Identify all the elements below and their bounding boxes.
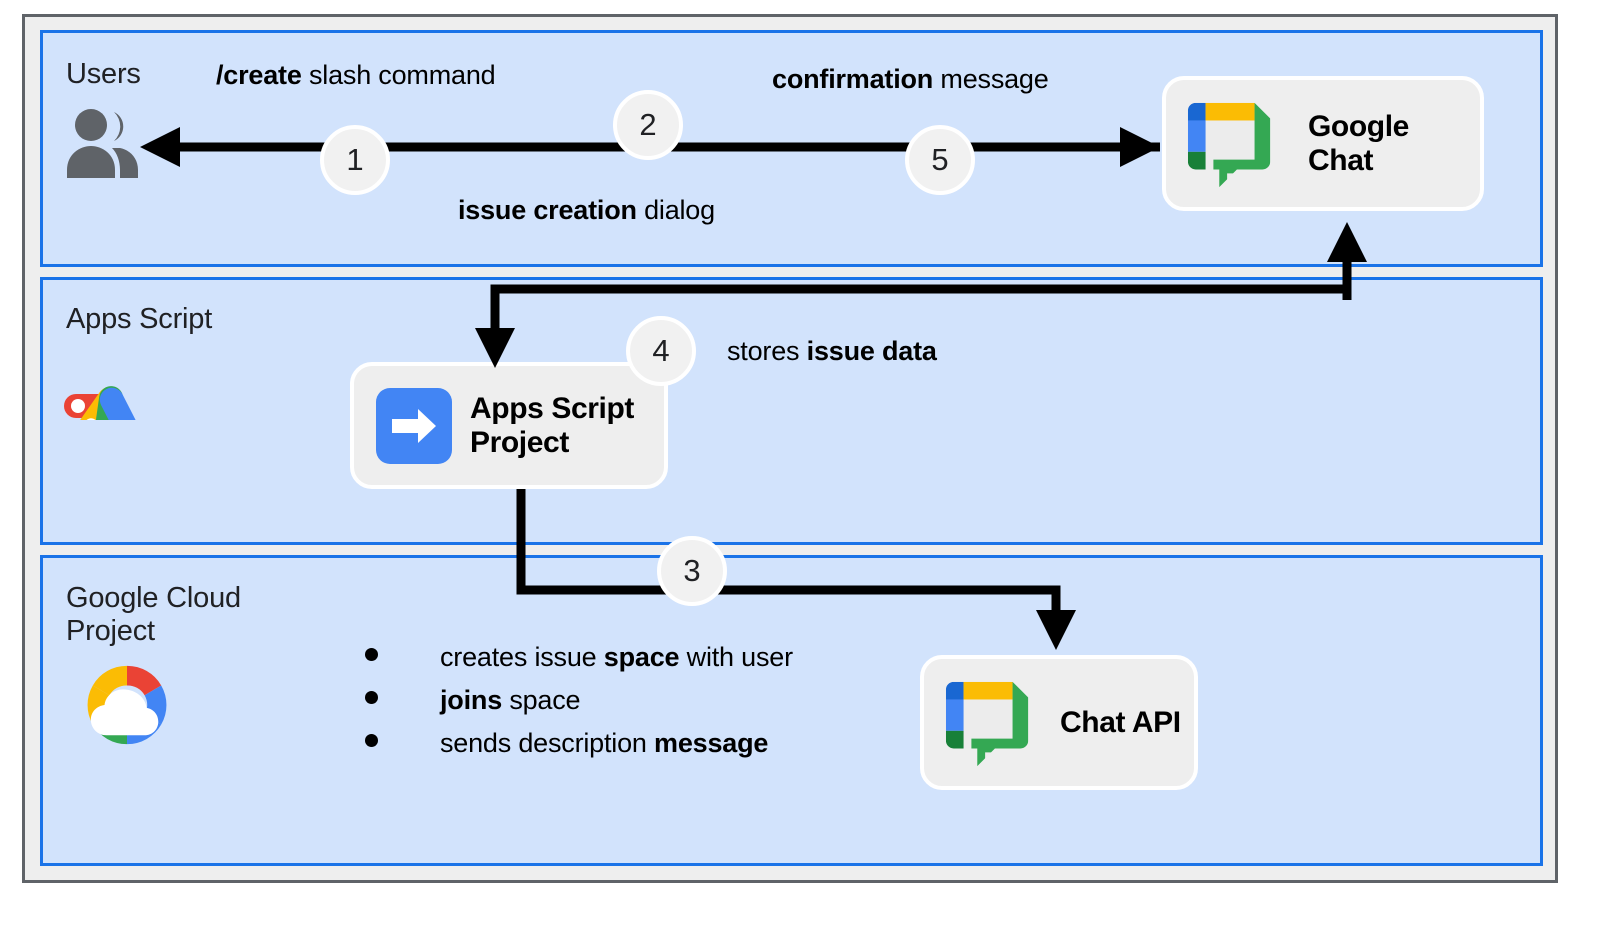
bullet-dot bbox=[365, 648, 378, 661]
cloud-action-list: creates issue space with user joins spac… bbox=[365, 642, 793, 771]
card-label-apps-script-project: Apps Script Project bbox=[470, 391, 634, 459]
card-google-chat[interactable]: Google Chat bbox=[1162, 76, 1484, 211]
caption-confirmation-bold: confirmation bbox=[772, 64, 934, 94]
step-2-badge: 2 bbox=[613, 90, 683, 160]
step-5-badge: 5 bbox=[905, 125, 975, 195]
card-chat-api[interactable]: Chat API bbox=[920, 655, 1198, 790]
step-1-number: 1 bbox=[346, 142, 364, 177]
step-3-badge: 3 bbox=[657, 536, 727, 606]
step-4-badge: 4 bbox=[626, 316, 696, 386]
apps-script-project-icon bbox=[376, 387, 452, 464]
panel-title-users: Users bbox=[66, 58, 141, 90]
google-chat-icon bbox=[1187, 102, 1271, 187]
caption-confirmation-message: confirmation message bbox=[772, 64, 1049, 94]
step-3-number: 3 bbox=[683, 553, 701, 588]
bullet-dot bbox=[365, 734, 378, 747]
google-cloud-icon bbox=[87, 665, 167, 745]
caption-issue-dialog-rest: dialog bbox=[636, 195, 715, 225]
step-5-number: 5 bbox=[931, 142, 949, 177]
card-label-google-chat: Google Chat bbox=[1308, 109, 1409, 177]
list-item: creates issue space with user bbox=[365, 642, 793, 672]
step-4-number: 4 bbox=[652, 333, 670, 368]
step-1-badge: 1 bbox=[320, 125, 390, 195]
google-chat-icon bbox=[945, 681, 1029, 766]
caption-issue-dialog-bold: issue creation bbox=[458, 195, 637, 225]
bullet-dot bbox=[365, 691, 378, 704]
apps-script-icon bbox=[64, 386, 143, 420]
card-label-chat-api: Chat API bbox=[1060, 705, 1181, 739]
caption-stores-bold: issue data bbox=[806, 336, 937, 366]
step-2-number: 2 bbox=[639, 107, 657, 142]
caption-confirmation-rest: message bbox=[933, 64, 1049, 94]
list-item: sends description message bbox=[365, 728, 793, 758]
users-icon bbox=[67, 109, 138, 178]
list-item-text-0: creates issue space with user bbox=[440, 642, 793, 672]
panel-title-google-cloud: Google Cloud Project bbox=[66, 582, 241, 647]
caption-slash-command: /create slash command bbox=[216, 60, 496, 90]
caption-issue-creation-dialog: issue creation dialog bbox=[458, 195, 715, 225]
panel-title-apps-script: Apps Script bbox=[66, 303, 213, 335]
list-item: joins space bbox=[365, 685, 793, 715]
list-item-text-1: joins space bbox=[440, 685, 581, 715]
panel-apps-script bbox=[40, 277, 1543, 545]
caption-stores-issue-data: stores issue data bbox=[727, 336, 937, 366]
caption-slash-command-bold: /create bbox=[216, 60, 302, 90]
caption-slash-command-rest: slash command bbox=[301, 60, 496, 90]
card-apps-script-project[interactable]: Apps Script Project bbox=[350, 362, 668, 489]
caption-stores-rest: stores bbox=[727, 336, 807, 366]
list-item-text-2: sends description message bbox=[440, 728, 769, 758]
